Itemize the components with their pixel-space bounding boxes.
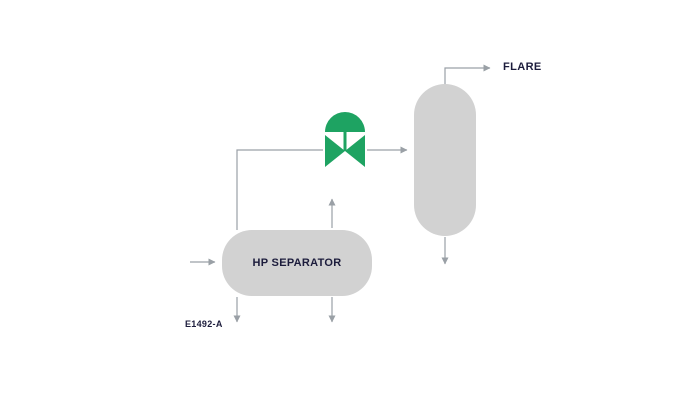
hp-separator-label: HP SEPARATOR	[252, 257, 342, 269]
vessel-to-flare-line	[444, 64, 491, 86]
separator-to-valve-line	[236, 149, 323, 230]
valve-body-left	[325, 135, 345, 167]
vertical-vessel	[414, 84, 476, 236]
hp-separator-vessel: HP SEPARATOR	[222, 230, 372, 296]
valve-actuator-dome	[325, 112, 365, 132]
control-valve-icon	[325, 112, 365, 167]
drawing-ref-label: E1492-A	[185, 319, 223, 329]
flare-label: FLARE	[503, 61, 542, 73]
valve-body-right	[345, 135, 365, 167]
